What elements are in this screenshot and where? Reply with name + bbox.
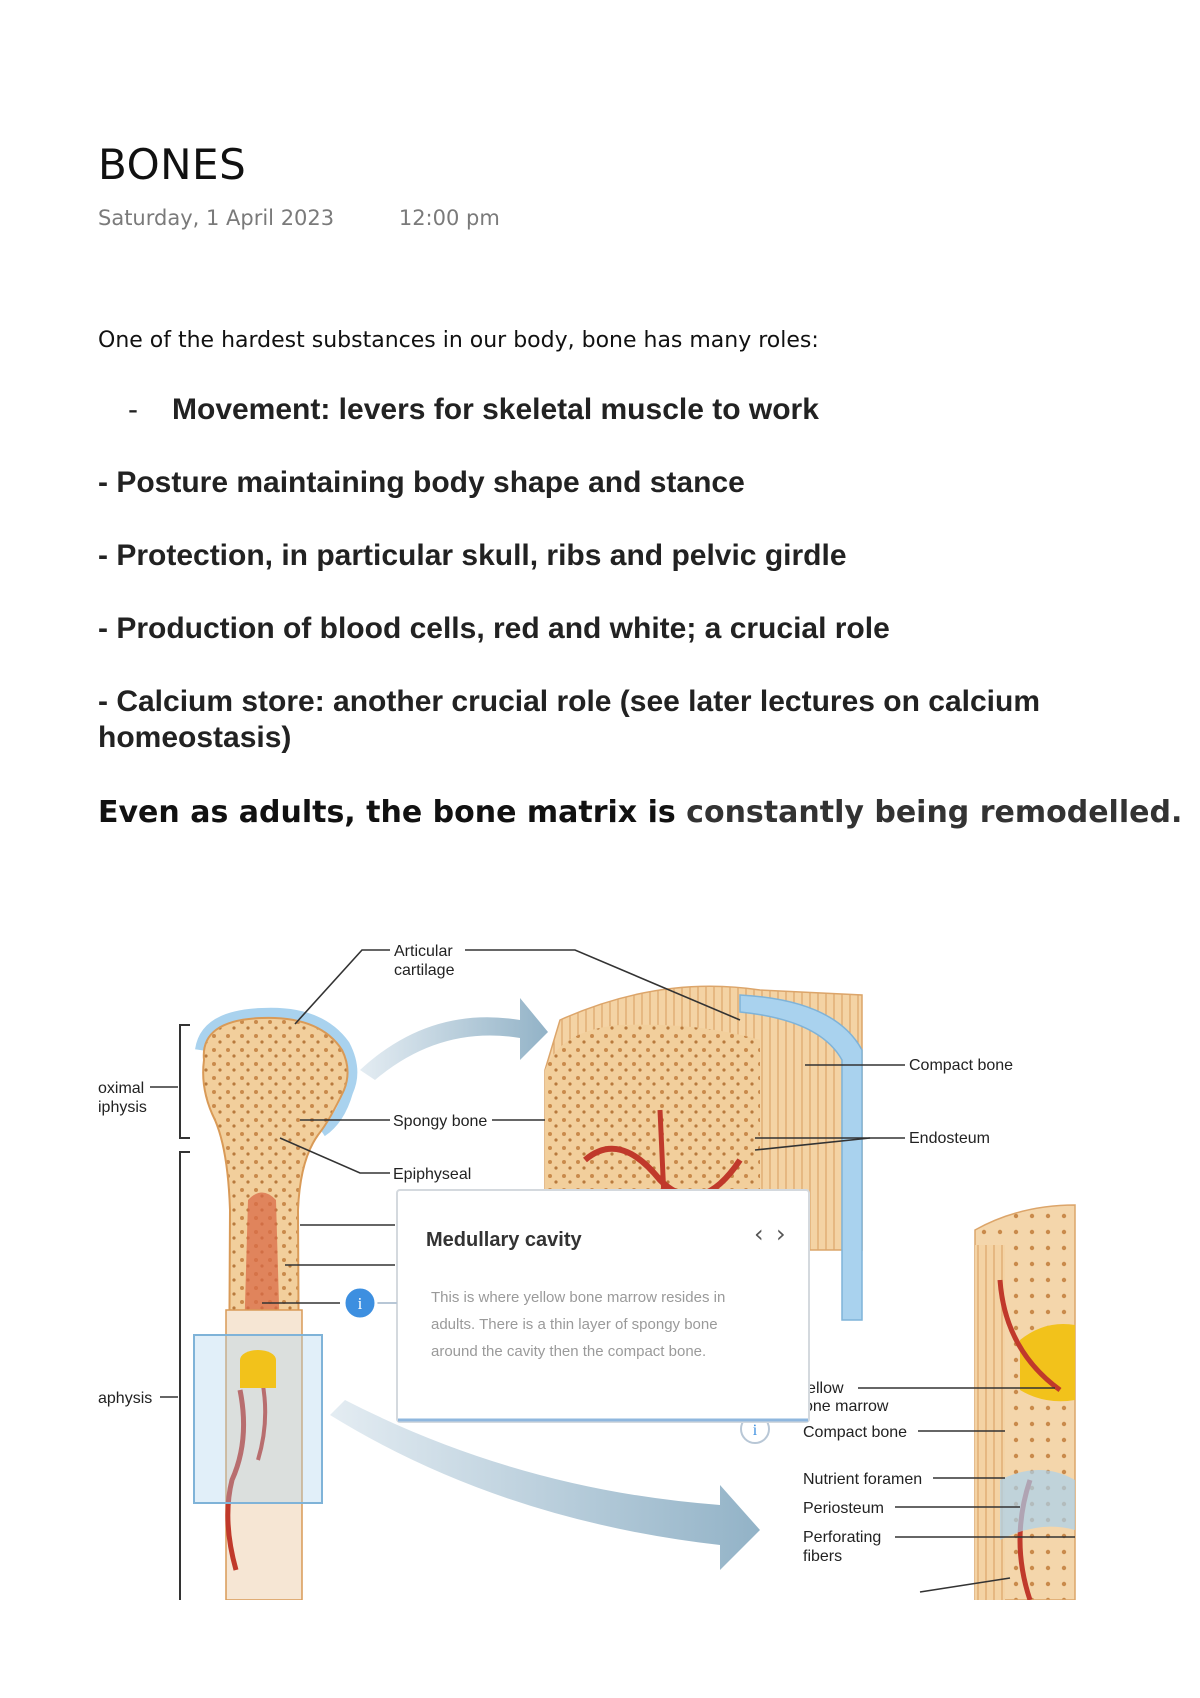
tooltip-next-button[interactable]: › bbox=[776, 1220, 786, 1248]
info-icon: i bbox=[753, 1422, 758, 1439]
label-periosteum: Periosteum bbox=[803, 1500, 884, 1517]
role-item: - Posture maintaining body shape and sta… bbox=[98, 466, 745, 499]
proximal-bracket bbox=[179, 1024, 190, 1139]
label-spongy-bone: Spongy bone bbox=[393, 1113, 487, 1130]
label-epiphyseal: Epiphyseal bbox=[393, 1166, 471, 1183]
nutrient-artery bbox=[225, 1389, 247, 1571]
closing-text: Even as adults, the bone matrix is const… bbox=[98, 795, 1182, 830]
tooltip-line-3: around the cavity then the compact bone. bbox=[431, 1343, 706, 1360]
medullary-tooltip: Medullary cavity ‹ › This is where yello… bbox=[396, 1189, 810, 1423]
tooltip-title: Medullary cavity bbox=[426, 1229, 583, 1251]
cutaway-compact bbox=[975, 1245, 1005, 1600]
label-perforating-2: fibers bbox=[803, 1548, 842, 1565]
tooltip-line-1: This is where yellow bone marrow resides… bbox=[431, 1289, 725, 1306]
label-yellow-1: 'ellow bbox=[804, 1380, 844, 1397]
role-text: homeostasis) bbox=[98, 721, 292, 754]
label-yellow-2: one marrow bbox=[804, 1398, 889, 1415]
note-time: 12:00 pm bbox=[398, 206, 500, 230]
label-compact-bone-bottom: Compact bone bbox=[803, 1424, 907, 1441]
label-perforating-1: Perforating bbox=[803, 1529, 881, 1546]
bone-diagram: Articular cartilage oximal iphysis Spong… bbox=[98, 943, 1076, 1600]
label-articular-1: Articular bbox=[394, 943, 453, 960]
label-nutrient-foramen: Nutrient foramen bbox=[803, 1471, 922, 1488]
label-diaphysis: aphysis bbox=[98, 1390, 152, 1407]
cutaway-marrow bbox=[1020, 1324, 1075, 1402]
role-text: - Calcium store: another crucial role (s… bbox=[98, 685, 1040, 718]
leader-lines bbox=[150, 949, 1075, 1593]
cutaway-periosteum bbox=[1000, 1470, 1075, 1540]
label-articular-2: cartilage bbox=[394, 962, 455, 979]
label-proximal-2: iphysis bbox=[98, 1099, 147, 1116]
role-text: Movement: levers for skeletal muscle to … bbox=[172, 393, 819, 426]
bottom-arrow bbox=[330, 1400, 760, 1570]
note-meta: Saturday, 1 April 2023 12:00 pm bbox=[98, 206, 500, 230]
closing-part: constantly being remodelled. bbox=[686, 795, 1183, 830]
info-hotspot-medullary[interactable]: i bbox=[342, 1285, 397, 1321]
label-endosteum: Endosteum bbox=[909, 1130, 990, 1147]
closing-part: Even as adults, the bone matrix is bbox=[98, 795, 687, 830]
roles-list: - Movement: levers for skeletal muscle to… bbox=[98, 392, 1128, 793]
note-date: Saturday, 1 April 2023 bbox=[98, 206, 335, 230]
role-item: - Calcium store: another crucial role (s… bbox=[98, 684, 1128, 756]
page-title: BONES bbox=[98, 140, 247, 189]
info-icon: i bbox=[358, 1294, 363, 1313]
diaphysis-bracket bbox=[179, 1151, 190, 1600]
bone-cartilage bbox=[195, 1007, 358, 1137]
role-item: - Protection, in particular skull, ribs … bbox=[98, 539, 847, 572]
spongy-bone-block bbox=[545, 1024, 760, 1240]
role-dash: - bbox=[128, 393, 138, 426]
label-compact-bone-top: Compact bone bbox=[909, 1057, 1013, 1074]
block-vessel bbox=[583, 1145, 743, 1199]
periosteum-edge bbox=[739, 994, 863, 1321]
tooltip-prev-button[interactable]: ‹ bbox=[754, 1220, 764, 1248]
intro-text: One of the hardest substances in our bod… bbox=[98, 328, 819, 353]
role-item: - Movement: levers for skeletal muscle to… bbox=[98, 392, 1128, 428]
tooltip-line-2: adults. There is a thin layer of spongy … bbox=[431, 1316, 718, 1333]
top-arrow bbox=[360, 998, 548, 1080]
role-item: - Production of blood cells, red and whi… bbox=[98, 612, 890, 645]
marrow-cylinder-body bbox=[240, 1360, 276, 1388]
label-proximal-1: oximal bbox=[98, 1080, 144, 1097]
